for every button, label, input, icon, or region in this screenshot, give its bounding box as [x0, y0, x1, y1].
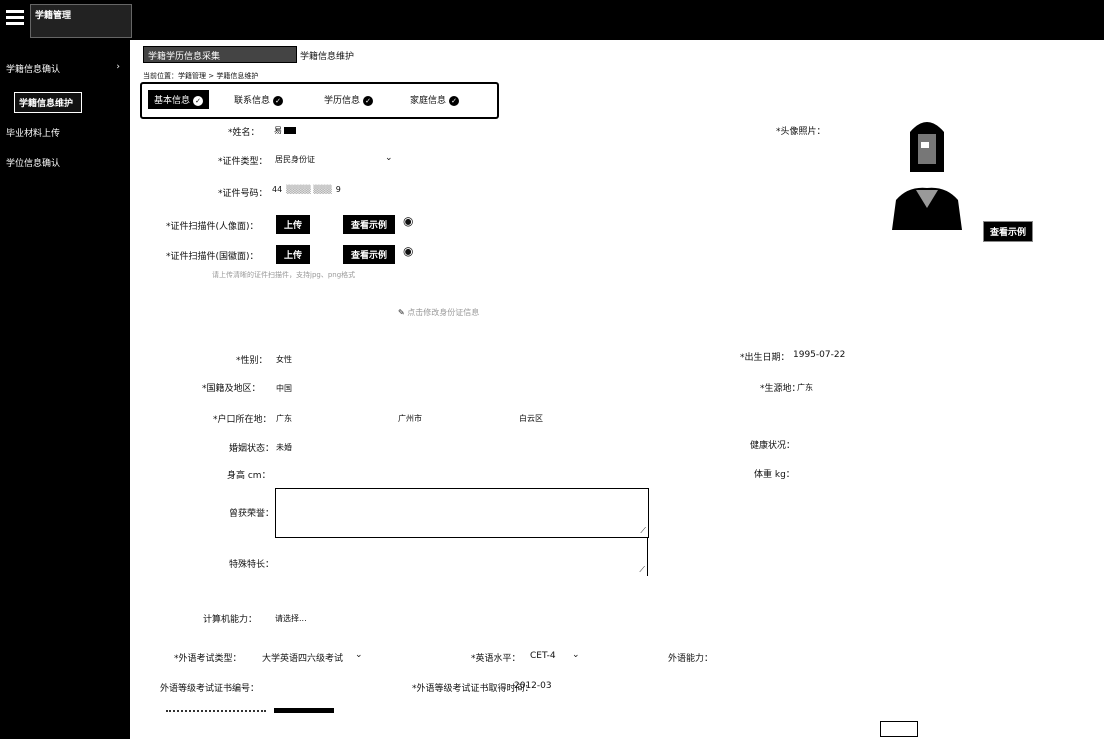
marital-label: 婚姻状态： [229, 444, 275, 454]
cert-date-value[interactable]: 2012-03 [514, 681, 552, 691]
hukou-province[interactable]: 广东 [276, 414, 292, 423]
id-number-label: *证件号码： [218, 189, 268, 199]
chevron-down-icon: ⌄ [355, 650, 363, 660]
tab-basic-info[interactable]: 基本信息✓ [148, 90, 210, 109]
example-back-button[interactable]: 查看示例 [343, 245, 396, 264]
hukou-city[interactable]: 广州市 [398, 414, 422, 423]
page-title-banner: 学籍学历信息采集 [143, 46, 297, 63]
check-icon: ✓ [449, 95, 460, 106]
eye-icon[interactable]: ◉ [403, 244, 414, 258]
resize-handle-icon: ⟋ [640, 526, 646, 535]
hukou-district[interactable]: 白云区 [519, 414, 543, 423]
logo-text: 学籍管理 [35, 11, 72, 21]
gender-label: *性别： [236, 356, 268, 366]
tab-contact-info[interactable]: 联系信息✓ [234, 93, 284, 106]
page-title: 学籍信息维护 [300, 52, 355, 62]
cert-no-label: 外语等级考试证书编号： [160, 684, 260, 694]
avatar [888, 112, 966, 230]
sidebar-item-label: 毕业材料上传 [6, 129, 61, 139]
birth-label: *出生日期： [740, 353, 790, 363]
level-select[interactable]: CET-4 [530, 651, 556, 661]
name-label: *姓名： [228, 128, 260, 138]
edit-id-text: 点击修改身份证信息 [407, 308, 480, 317]
edit-id-link[interactable]: ✎ 点击修改身份证信息 [398, 307, 479, 318]
computer-label: 计算机能力： [203, 615, 258, 625]
tab-label: 学历信息 [324, 96, 361, 106]
top-bar: 学籍管理 [0, 0, 1104, 40]
example-front-button[interactable]: 查看示例 [343, 215, 396, 234]
weight-label: 体重 kg： [754, 470, 795, 480]
id-number-value: 44 [272, 185, 283, 194]
honors-label: 曾获荣誉： [229, 509, 275, 519]
check-icon: ✓ [193, 95, 204, 106]
id-type-select[interactable]: 居民身份证 [275, 154, 315, 165]
upload-back-button[interactable]: 上传 [276, 245, 311, 264]
name-input[interactable]: 易 [274, 125, 296, 136]
app-logo: 学籍管理 [30, 4, 132, 38]
progress-bar [274, 708, 334, 713]
skills-textarea[interactable]: ⟋ [275, 538, 648, 576]
tab-family-info[interactable]: 家庭信息✓ [410, 93, 460, 106]
id-type-value: 居民身份证 [275, 155, 315, 164]
id-type-label: *证件类型： [218, 157, 268, 167]
tab-label: 基本信息 [154, 96, 191, 106]
foreign-test-select[interactable]: 大学英语四六级考试 [262, 654, 344, 664]
divider [166, 710, 266, 712]
scan-front-label: *证件扫描件(人像面)： [166, 222, 259, 232]
sidebar: 学籍信息确认 › 学籍信息维护 毕业材料上传 学位信息确认 [0, 40, 130, 739]
id-number-input[interactable]: 44▒▒▒▒ ▒▒▒9 [272, 185, 341, 194]
sidebar-item-maintain[interactable]: 学籍信息维护 [14, 92, 83, 113]
birth-value[interactable]: 1995-07-22 [793, 350, 846, 360]
eye-icon[interactable]: ◉ [403, 214, 414, 228]
sidebar-item-label: 学籍信息维护 [19, 99, 74, 109]
gender-value[interactable]: 女性 [276, 355, 292, 364]
check-icon: ✓ [363, 95, 374, 106]
upload-front-button[interactable]: 上传 [276, 215, 311, 234]
resize-handle-icon: ⟋ [639, 565, 645, 574]
tab-label: 家庭信息 [410, 96, 447, 106]
marital-value[interactable]: 未婚 [276, 443, 292, 452]
sidebar-item-degree[interactable]: 学位信息确认 [6, 156, 60, 169]
scan-back-label: *证件扫描件(国徽面)： [166, 252, 259, 262]
chevron-down-icon: ⌄ [572, 650, 580, 660]
check-icon: ✓ [273, 95, 284, 106]
upload-hint: 请上传清晰的证件扫描件，支持jpg、png格式 [212, 271, 356, 279]
id-number-tail: 9 [335, 185, 341, 194]
level-label: *英语水平： [471, 654, 521, 664]
tab-education-info[interactable]: 学历信息✓ [324, 93, 374, 106]
native-label: *生源地： [760, 384, 801, 394]
foreign-test-label: *外语考试类型： [174, 654, 242, 664]
name-value: 易 [274, 126, 282, 135]
honors-textarea[interactable]: ⟋ [275, 488, 649, 538]
submit-button[interactable] [880, 721, 918, 737]
nationality-label: *国籍及地区： [202, 384, 261, 394]
cert-date-label: *外语等级考试证书取得时间： [412, 684, 534, 694]
pencil-icon: ✎ [398, 308, 405, 317]
hukou-label: *户口所在地： [213, 415, 272, 425]
step-tabs: 基本信息✓ 联系信息✓ 学历信息✓ 家庭信息✓ [140, 82, 499, 119]
sidebar-item-confirm[interactable]: 学籍信息确认 [6, 62, 60, 75]
photo-example-button[interactable]: 查看示例 [983, 221, 1034, 242]
menu-icon[interactable] [6, 10, 24, 28]
sidebar-item-upload[interactable]: 毕业材料上传 [6, 126, 60, 139]
native-value[interactable]: 广东 [797, 383, 813, 392]
tab-label: 联系信息 [234, 96, 271, 106]
computer-select[interactable]: 请选择... [275, 614, 307, 623]
skills-label: 特殊特长： [229, 560, 275, 570]
chevron-right-icon: › [116, 62, 120, 72]
height-label: 身高 cm： [227, 471, 271, 481]
health-label: 健康状况： [750, 441, 796, 451]
chevron-down-icon: ⌄ [385, 153, 393, 163]
sidebar-item-label: 学位信息确认 [6, 159, 61, 169]
banner-text: 学籍学历信息采集 [148, 52, 221, 62]
photo-label: *头像照片： [776, 127, 826, 137]
nationality-value[interactable]: 中国 [276, 384, 292, 393]
breadcrumb: 当前位置：学籍管理 > 学籍信息维护 [143, 72, 259, 80]
ability-label: 外语能力： [668, 654, 714, 664]
sidebar-item-label: 学籍信息确认 [6, 65, 61, 75]
